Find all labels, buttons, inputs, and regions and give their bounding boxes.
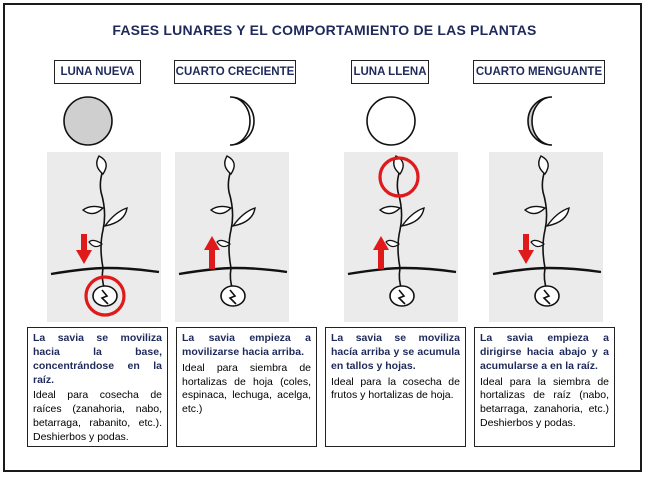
sap-up-arrow — [204, 236, 220, 269]
description-body: Ideal para la siembra de hortalizas de r… — [480, 375, 609, 430]
diagram-title: FASES LUNARES Y EL COMPORTAMIENTO DE LAS… — [112, 22, 537, 38]
description-body: Ideal para siembra de hortalizas de hoja… — [182, 361, 311, 416]
phase-label-luna-llena: LUNA LLENA — [351, 60, 429, 84]
phase-label-luna-nueva: LUNA NUEVA — [54, 60, 141, 84]
description-lead: La savia se moviliza hacía arriba y se a… — [331, 332, 460, 372]
description-lead: La savia empieza a movilizarse hacia arr… — [182, 332, 311, 358]
phase-label-cuarto-creciente: CUARTO CRECIENTE — [174, 60, 296, 84]
description-body: Ideal para la cosecha de frutos y hortal… — [331, 375, 460, 402]
sap-up-arrow — [373, 236, 389, 269]
sap-down-arrow — [76, 234, 92, 264]
plant-illustration-luna-llena — [344, 152, 458, 322]
description-lead: La savia empieza a dirigirse hacia abajo… — [480, 332, 609, 372]
plant-illustration-cuarto-menguante — [489, 152, 603, 322]
full-white-moon-icon — [365, 95, 417, 147]
description-box-luna-llena: La savia se moviliza hacía arriba y se a… — [325, 327, 466, 447]
phase-label-cuarto-menguante: CUARTO MENGUANTE — [473, 60, 605, 84]
description-box-cuarto-creciente: La savia empieza a movilizarse hacia arr… — [176, 327, 317, 447]
leaf-highlight-circle — [378, 156, 420, 198]
sap-down-arrow — [518, 234, 534, 264]
root-highlight-circle — [84, 275, 126, 317]
description-box-luna-nueva: La savia se moviliza hacia la base, conc… — [27, 327, 168, 447]
diagram-frame — [3, 3, 642, 472]
description-box-cuarto-menguante: La savia empieza a dirigirse hacia abajo… — [474, 327, 615, 447]
waxing-crescent-icon — [210, 95, 262, 147]
waning-crescent-icon — [520, 95, 572, 147]
plant-illustration-cuarto-creciente — [175, 152, 289, 322]
full-dark-moon-icon — [62, 95, 114, 147]
description-lead: La savia se moviliza hacia la base, conc… — [33, 332, 162, 386]
description-body: Ideal para cosecha de raíces (zanahoria,… — [33, 389, 162, 444]
plant-illustration-luna-nueva — [47, 152, 161, 322]
